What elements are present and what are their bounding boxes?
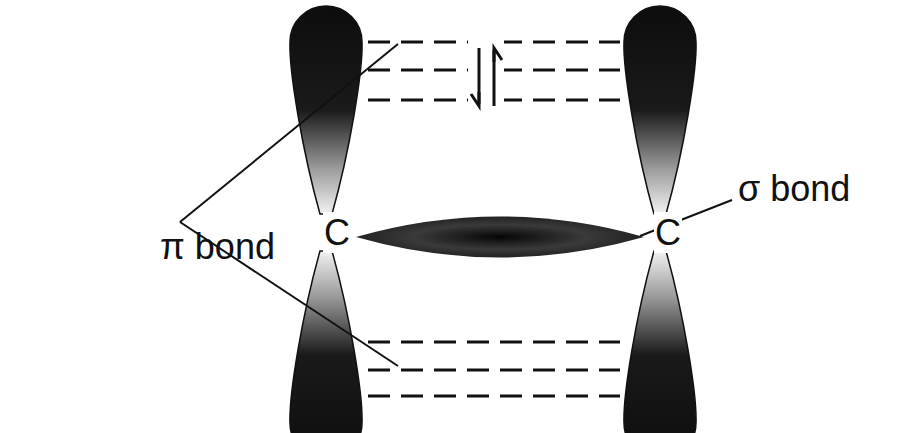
atom-label: C [654,212,682,253]
sigma-bond-overlap [356,217,644,258]
arrow-backdrop [468,34,504,110]
sigma-bond-label: σ bond [738,168,850,209]
p-orbital-lobe [290,6,696,433]
electron-spin-arrows [471,48,502,106]
pi-overlap-dashes [368,42,620,396]
leader-line [180,44,732,366]
atom-label: C [323,212,351,253]
pi-bond-label: π bond [160,226,275,267]
